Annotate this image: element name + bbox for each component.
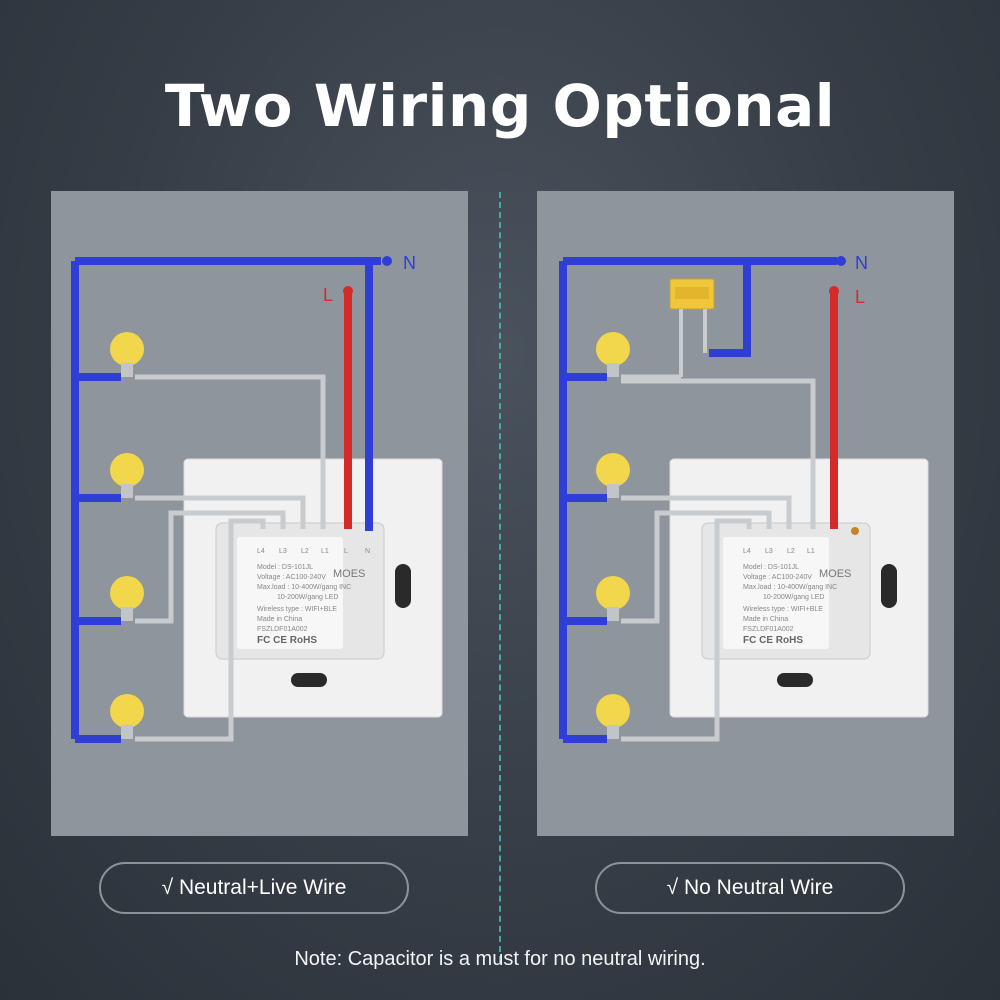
module-wireless-type: Wireless type : WIFI+BLE bbox=[257, 606, 337, 613]
page-title: Two Wiring Optional bbox=[164, 72, 836, 140]
diagram-neutral-live: L4 L3 L2 L1 L N Model : DS-101JL Voltage… bbox=[51, 191, 468, 836]
bulb-icon bbox=[596, 576, 630, 621]
live-terminal-dot bbox=[829, 286, 839, 296]
neutral-wire bbox=[71, 257, 381, 743]
wiring-diagram-left: L4 L3 L2 L1 L N Model : DS-101JL Voltage… bbox=[71, 253, 443, 743]
neutral-label: N bbox=[855, 253, 868, 273]
plate-screw-slot bbox=[777, 673, 813, 687]
module-code: FSZLDF01A002 bbox=[743, 626, 794, 633]
terminal-label-l1: L1 bbox=[807, 548, 815, 555]
module-made-in: Made in China bbox=[743, 616, 788, 623]
terminal-label-l: L bbox=[344, 548, 348, 555]
neutral-wire bbox=[559, 257, 837, 743]
neutral-terminal-dot bbox=[382, 256, 392, 266]
bulb-icon bbox=[110, 332, 144, 377]
terminal-label-l3: L3 bbox=[765, 548, 773, 555]
module-max-load: Max.load : 10-400W/gang INC bbox=[257, 584, 351, 591]
switch-label-sticker bbox=[723, 537, 829, 649]
load-wires bbox=[621, 374, 816, 742]
module-brand-logo: MOES bbox=[819, 568, 851, 580]
capacitor-note: Note: Capacitor is a must for no neutral… bbox=[294, 948, 706, 970]
module-model: Model : DS-101JL bbox=[743, 564, 799, 571]
terminal-label-l2: L2 bbox=[301, 548, 309, 555]
module-max-load-led: 10-200W/gang LED bbox=[277, 594, 338, 601]
plate-screw-slot bbox=[881, 564, 897, 608]
module-certifications: FC CE RoHS bbox=[257, 635, 317, 646]
bulb-icon bbox=[110, 576, 144, 621]
bulb-icon bbox=[596, 332, 630, 377]
plate-screw-slot bbox=[395, 564, 411, 608]
bulb-icon bbox=[596, 453, 630, 498]
live-terminal-dot bbox=[343, 286, 353, 296]
status-led bbox=[851, 527, 859, 535]
neutral-label: N bbox=[403, 253, 416, 273]
terminal-label-l4: L4 bbox=[743, 548, 751, 555]
module-code: FSZLDF01A002 bbox=[257, 626, 308, 633]
module-brand-logo: MOES bbox=[333, 568, 365, 580]
bulb-icon bbox=[110, 694, 144, 739]
module-voltage: Voltage : AC100-240V bbox=[743, 574, 812, 581]
live-label: L bbox=[323, 285, 333, 305]
terminal-label-n: N bbox=[365, 548, 370, 555]
center-divider bbox=[499, 192, 501, 962]
diagram-no-neutral: L4 L3 L2 L1 Model : DS-101JL Voltage : A… bbox=[537, 191, 954, 836]
wiring-diagram-right: L4 L3 L2 L1 Model : DS-101JL Voltage : A… bbox=[559, 253, 929, 743]
option-neutral-live-label: √ Neutral+Live Wire bbox=[99, 862, 409, 914]
option-no-neutral-label: √ No Neutral Wire bbox=[595, 862, 905, 914]
module-voltage: Voltage : AC100-240V bbox=[257, 574, 326, 581]
bulb-icon bbox=[596, 694, 630, 739]
neutral-terminal-dot bbox=[836, 256, 846, 266]
bulb-icon bbox=[110, 453, 144, 498]
module-max-load: Max.load : 10-400W/gang INC bbox=[743, 584, 837, 591]
terminal-label-l1: L1 bbox=[321, 548, 329, 555]
plate-screw-slot bbox=[291, 673, 327, 687]
module-max-load-led: 10-200W/gang LED bbox=[763, 594, 824, 601]
module-made-in: Made in China bbox=[257, 616, 302, 623]
module-wireless-type: Wireless type : WIFI+BLE bbox=[743, 606, 823, 613]
live-label: L bbox=[855, 287, 865, 307]
terminal-label-l4: L4 bbox=[257, 548, 265, 555]
capacitor-icon bbox=[669, 278, 715, 377]
module-certifications: FC CE RoHS bbox=[743, 635, 803, 646]
load-wires bbox=[135, 374, 326, 742]
terminal-label-l3: L3 bbox=[279, 548, 287, 555]
module-model: Model : DS-101JL bbox=[257, 564, 313, 571]
switch-label-sticker bbox=[237, 537, 343, 649]
terminal-label-l2: L2 bbox=[787, 548, 795, 555]
